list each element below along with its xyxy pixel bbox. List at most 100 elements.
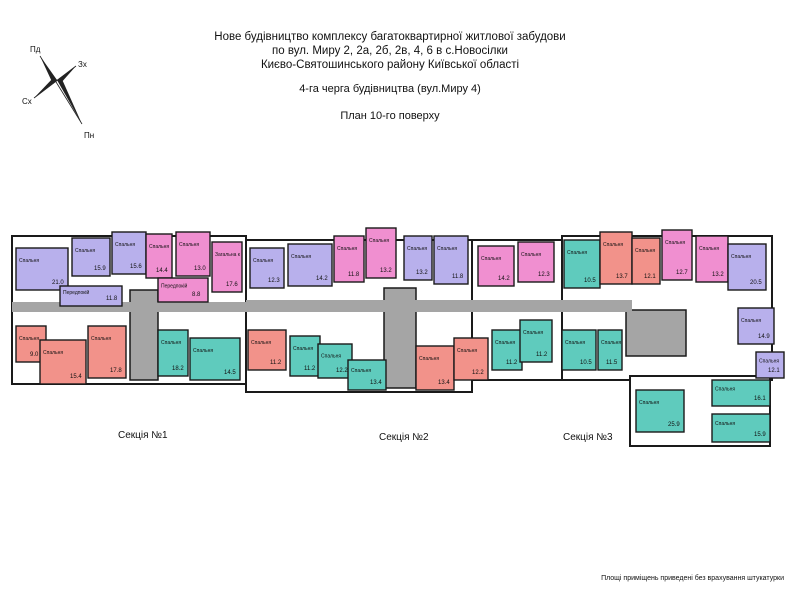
room-shape: [453, 337, 489, 381]
room-name: Спальня: [731, 254, 751, 260]
room-name: Спальня: [495, 340, 515, 346]
room-area: 11.8: [106, 296, 118, 302]
room-shape: [59, 285, 123, 307]
room-area: 14.2: [498, 276, 510, 282]
stair-cores: [12, 287, 687, 389]
compass-label-ne: Зх: [78, 60, 87, 69]
room-name: Спальня: [43, 350, 63, 356]
compass-rose-icon: [33, 55, 83, 125]
room-name: Передпокій: [161, 283, 188, 290]
room-name: Спальня: [369, 238, 389, 244]
room-area: 15.4: [70, 374, 82, 380]
room-area: 12.3: [268, 278, 280, 284]
room-name: Спальня: [179, 242, 199, 248]
room-shape: [631, 237, 661, 285]
room-name: Спальня: [115, 242, 135, 248]
room-area: 15.9: [754, 432, 766, 438]
title-line-3: Києво-Святошинського району Київської об…: [260, 59, 520, 71]
room-shape: [175, 231, 211, 277]
room-name: Спальня: [603, 242, 623, 248]
room-shape: [561, 329, 597, 371]
room-area: 12.3: [538, 272, 550, 278]
room-area: 14.2: [316, 276, 328, 282]
room-area: 10.5: [580, 360, 592, 366]
room-name: Спальня: [759, 358, 779, 364]
room-name: Спальня: [523, 330, 543, 336]
room-area: 12.7: [676, 270, 688, 276]
room-shape: [635, 389, 685, 433]
room-area: 12.2: [472, 370, 484, 376]
room-shape: [247, 329, 287, 371]
compass-label-se: Пн: [84, 131, 95, 140]
floor-plan-title: План 10-го поверху: [340, 110, 440, 122]
room-name: Спальня: [565, 340, 585, 346]
room-shape: [661, 229, 693, 281]
room-name: Спальня: [193, 348, 213, 354]
room-shape: [415, 345, 455, 391]
room-name: Спальня: [437, 246, 457, 252]
room-area: 11.5: [606, 360, 618, 366]
room-area: 21.0: [52, 280, 64, 286]
room-area: 11.8: [452, 274, 464, 280]
room-area: 11.8: [348, 272, 360, 278]
room: Спальня 10.5: [561, 329, 597, 371]
room-shape: [317, 343, 353, 379]
room-shape: [365, 227, 397, 279]
room-area: 18.2: [172, 366, 184, 372]
room-area: 13.4: [438, 380, 450, 386]
room-area: 11.2: [506, 360, 518, 366]
room-shape: [755, 351, 785, 379]
compass-label-nw: Пд: [30, 45, 41, 54]
room: Спальня 15.4: [39, 339, 87, 385]
room: Передпокій 11.8: [59, 285, 123, 307]
room-shape: [597, 329, 623, 371]
room: Спальня 11.8: [433, 235, 469, 285]
room-shape: [519, 319, 553, 363]
room-area: 13.2: [712, 272, 724, 278]
room-shape: [403, 235, 433, 281]
room-shape: [39, 339, 87, 385]
title-line-1: Нове будівництво комплексу багатоквартир…: [214, 31, 566, 43]
room-name: Спальня: [321, 354, 341, 360]
room-name: Передпокій: [63, 289, 90, 296]
room-name: Спальня: [741, 318, 761, 324]
room-shape: [289, 335, 321, 377]
room-area: 9.0: [30, 352, 39, 358]
room-shape: [71, 237, 111, 277]
room-area: 17.8: [110, 368, 122, 374]
room-area: 8.8: [192, 292, 201, 298]
room-name: Спальня: [715, 386, 735, 392]
room-shape: [249, 247, 285, 289]
section-1-label: Секція №1: [118, 430, 168, 441]
room: Спальня 11.2: [491, 329, 523, 371]
room-name: Спальня: [351, 368, 371, 374]
room-shape: [433, 235, 469, 285]
room-shape: [111, 231, 147, 275]
room-area: 13.2: [380, 268, 392, 274]
room-shape: [477, 245, 515, 287]
section-3-label: Секція №3: [563, 432, 613, 443]
room-shape: [333, 235, 365, 283]
room-area: 14.4: [156, 268, 168, 274]
room-name: Спальня: [635, 248, 655, 254]
compass-label-sw: Сх: [22, 97, 32, 106]
